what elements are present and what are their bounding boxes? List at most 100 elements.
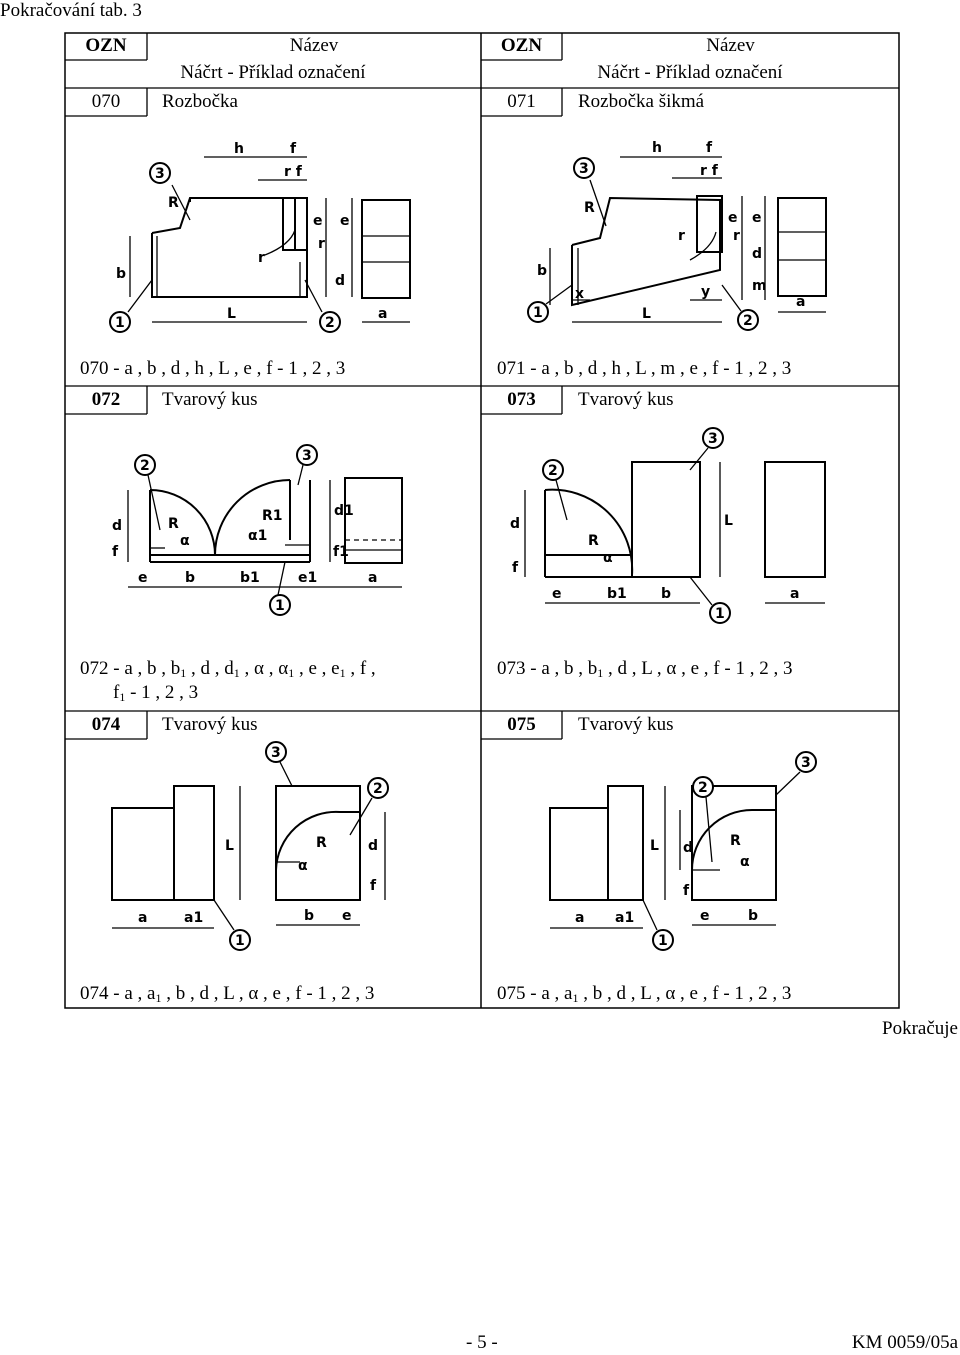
svg-text:R: R (730, 833, 741, 849)
svg-text:1: 1 (658, 933, 668, 949)
svg-text:e: e (138, 570, 148, 586)
item-code-074: 074 (91, 714, 121, 735)
svg-text:α: α (603, 550, 613, 566)
svg-text:r: r (678, 228, 685, 244)
svg-text:3: 3 (708, 431, 718, 447)
svg-text:d: d (510, 516, 520, 532)
params-072-part-g: - 1 , 2 , 3 (125, 682, 199, 703)
params-072-sub-alpha: 1 (288, 666, 295, 680)
svg-text:1: 1 (533, 305, 543, 321)
svg-text:R1: R1 (262, 508, 283, 524)
params-071: 071 - a , b , d , h , L , m , e , f - 1 … (497, 358, 792, 379)
svg-text:b1: b1 (240, 570, 260, 586)
svg-text:a: a (790, 586, 799, 602)
svg-text:2: 2 (548, 463, 558, 479)
item-name-074: Tvarový kus (162, 714, 258, 735)
svg-text:e: e (552, 586, 562, 602)
item-name-070: Rozbočka (162, 91, 238, 112)
page-number: - 5 - (466, 1332, 498, 1353)
svg-text:a1: a1 (615, 910, 634, 926)
params-073-sub-b: 1 (597, 666, 604, 680)
item-name-071: Rozbočka šikmá (578, 91, 705, 112)
svg-text:R: R (588, 533, 599, 549)
svg-text:r: r (733, 228, 740, 244)
svg-text:1: 1 (235, 933, 245, 949)
item-code-071: 071 (507, 91, 536, 112)
params-075: 075 - a , a1 , b , d , L , α , e , f - 1… (497, 983, 791, 1006)
svg-text:a: a (796, 294, 805, 310)
header-name-left: Název (289, 35, 339, 56)
svg-text:3: 3 (271, 745, 281, 761)
svg-text:e: e (340, 213, 350, 229)
svg-text:L: L (225, 838, 234, 854)
svg-text:3: 3 (801, 755, 811, 771)
svg-text:a: a (368, 570, 377, 586)
item-name-072: Tvarový kus (162, 389, 258, 410)
svg-text:L: L (642, 306, 651, 322)
params-072-line1: 072 - a , b , b1 , d , d1 , α , α1 , e ,… (80, 658, 376, 681)
svg-text:3: 3 (579, 161, 589, 177)
params-073-part-b: , d , L , α , e , f - 1 , 2 , 3 (603, 658, 793, 679)
params-072-sub-b: 1 (180, 666, 187, 680)
svg-text:f: f (370, 878, 377, 894)
svg-text:e1: e1 (298, 570, 317, 586)
svg-text:h: h (652, 140, 662, 156)
params-074-part-a: 074 - a , a (80, 983, 156, 1004)
svg-text:a: a (138, 910, 147, 926)
continuation-top: Pokračování tab. 3 (0, 0, 142, 21)
svg-text:f: f (706, 140, 713, 156)
svg-text:R: R (316, 835, 327, 851)
svg-text:f: f (290, 141, 297, 157)
svg-text:R: R (168, 516, 179, 532)
svg-text:e: e (313, 213, 323, 229)
svg-text:d: d (683, 840, 693, 856)
params-072-line2: f1 - 1 , 2 , 3 (113, 682, 198, 705)
item-name-073: Tvarový kus (578, 389, 674, 410)
svg-text:b: b (304, 908, 314, 924)
svg-text:f1: f1 (333, 544, 349, 560)
header-sub-left: Náčrt - Příklad označení (180, 62, 366, 83)
svg-text:a: a (378, 306, 387, 322)
params-073-part-a: 073 - a , b , b (497, 658, 598, 679)
svg-text:d: d (368, 838, 378, 854)
svg-text:2: 2 (325, 315, 335, 331)
item-code-075: 075 (507, 714, 536, 735)
params-072-part-b: , d , d (186, 658, 234, 679)
params-075-part-a: 075 - a , a (497, 983, 573, 1004)
svg-text:1: 1 (115, 315, 125, 331)
params-070: 070 - a , b , d , h , L , e , f - 1 , 2 … (80, 358, 346, 379)
params-074-part-b: , b , d , L , α , e , f - 1 , 2 , 3 (161, 983, 375, 1004)
svg-text:r: r (258, 250, 265, 266)
svg-text:b1: b1 (607, 586, 627, 602)
params-072-part-d: , e , e (294, 658, 340, 679)
svg-text:h: h (234, 141, 244, 157)
params-072-sub-e: 1 (339, 666, 346, 680)
header-code-left: OZN (85, 35, 127, 56)
svg-text:1: 1 (275, 598, 285, 614)
svg-text:r: r (318, 236, 325, 252)
item-code-073: 073 (507, 389, 536, 410)
svg-text:b: b (116, 266, 126, 282)
svg-text:a: a (575, 910, 584, 926)
params-072-sub-d: 1 (233, 666, 240, 680)
params-072-sub-f: 1 (119, 690, 126, 704)
params-074-sub: 1 (155, 991, 162, 1005)
svg-text:L: L (650, 838, 659, 854)
svg-text:b: b (748, 908, 758, 924)
svg-text:f: f (683, 883, 690, 899)
header-sub-right: Náčrt - Příklad označení (597, 62, 783, 83)
params-075-sub: 1 (572, 991, 579, 1005)
svg-text:α: α (298, 858, 308, 874)
svg-text:1: 1 (715, 606, 725, 622)
params-074: 074 - a , a1 , b , d , L , α , e , f - 1… (80, 983, 374, 1006)
params-072-part-f: f (113, 682, 120, 703)
svg-text:b: b (185, 570, 195, 586)
svg-text:d: d (752, 246, 762, 262)
header-name-right: Název (706, 35, 755, 56)
item-code-070: 070 (91, 91, 121, 112)
params-075-part-b: , b , d , L , α , e , f - 1 , 2 , 3 (578, 983, 792, 1004)
